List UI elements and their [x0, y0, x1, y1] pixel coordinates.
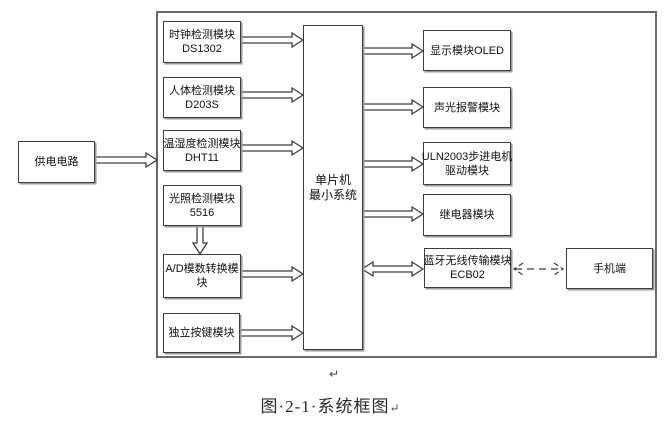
box-power-supply: 供电电路: [18, 141, 95, 183]
box-mcu-line1: 单片机: [314, 172, 351, 187]
dashed-arrowhead-right-icon: [553, 262, 565, 276]
box-phone-label: 手机端: [593, 262, 626, 275]
box-key-line1: 独立按键模块: [168, 327, 235, 339]
box-key-module: 独立按键模块: [163, 313, 240, 353]
box-power-supply-label: 供电电路: [34, 156, 79, 168]
box-mcu-line2: 最小系统: [308, 187, 357, 202]
paragraph-mark-icon: ↵: [329, 367, 340, 381]
arrow-pir-to-mcu-icon: [239, 86, 305, 104]
box-clock-module-line1: 时钟检测模块: [169, 29, 235, 41]
box-adc-line1: A/D模数转换模: [165, 263, 239, 275]
box-clock-module-line2: DS1302: [182, 43, 222, 55]
figure-caption-text: 图·2-1·系统框图: [260, 397, 390, 416]
caption-paragraph-mark-icon: ↵: [389, 401, 400, 415]
box-stepper-line1: ULN2003步进电机: [421, 150, 513, 163]
system-boundary-frame: [156, 11, 657, 358]
box-alarm-line1: 声光报警模块: [434, 101, 500, 114]
box-temp-humidity-line1: 温湿度检测模块: [163, 137, 241, 150]
box-bluetooth-line1: 蓝牙无线传输模块: [423, 255, 512, 267]
arrow-power-to-system-icon: [93, 151, 159, 169]
box-light-sensor-line2: 5516: [189, 206, 215, 219]
box-temp-humidity-line2: DHT11: [184, 151, 220, 164]
box-light-sensor-module: 光照检测模块 5516: [163, 185, 241, 226]
arrow-key-to-mcu-icon: [237, 324, 305, 342]
box-sound-light-alarm-module: 声光报警模块: [423, 87, 511, 128]
box-human-detect-line1: 人体检测模块: [169, 84, 235, 97]
box-human-detect-module: 人体检测模块 D203S: [163, 77, 241, 118]
box-adc-module: A/D模数转换模 块: [163, 254, 241, 298]
arrow-mcu-to-oled-icon: [361, 42, 425, 60]
box-relay-line1: 继电器模块: [439, 209, 495, 221]
box-relay-module: 继电器模块: [423, 194, 511, 236]
arrow-light-to-adc-icon: [191, 224, 209, 256]
arrow-clock-to-mcu-icon: [239, 31, 305, 49]
box-bluetooth-line2: ECB02: [450, 269, 485, 281]
arrow-mcu-bluetooth-bidirectional-icon: [360, 260, 425, 278]
arrow-mcu-to-relay-icon: [361, 205, 425, 223]
box-clock-module: 时钟检测模块 DS1302: [163, 21, 241, 63]
box-mcu-minimal-system: 单片机 最小系统: [303, 25, 363, 350]
box-light-sensor-line1: 光照检测模块: [169, 192, 235, 205]
box-stepper-driver-module: ULN2003步进电机 驱动模块: [421, 142, 513, 185]
arrow-adc-to-mcu-icon: [239, 265, 305, 283]
dashed-arrowhead-left-icon: [512, 262, 524, 276]
box-phone-terminal: 手机端: [566, 248, 653, 289]
box-bluetooth-module: 蓝牙无线传输模块 ECB02: [423, 248, 512, 288]
arrow-dht-to-mcu-icon: [239, 139, 305, 157]
box-oled-display-module: 显示模块OLED: [423, 30, 511, 71]
arrow-mcu-to-uln-icon: [361, 155, 425, 173]
figure-caption: 图·2-1·系统框图↵: [0, 396, 660, 419]
box-stepper-line2: 驱动模块: [445, 164, 489, 177]
arrow-mcu-to-alarm-icon: [361, 98, 425, 116]
box-temp-humidity-module: 温湿度检测模块 DHT11: [163, 130, 241, 171]
box-human-detect-line2: D203S: [185, 98, 219, 111]
box-oled-line1: 显示模块OLED: [430, 44, 504, 57]
box-adc-line2: 块: [196, 277, 208, 289]
